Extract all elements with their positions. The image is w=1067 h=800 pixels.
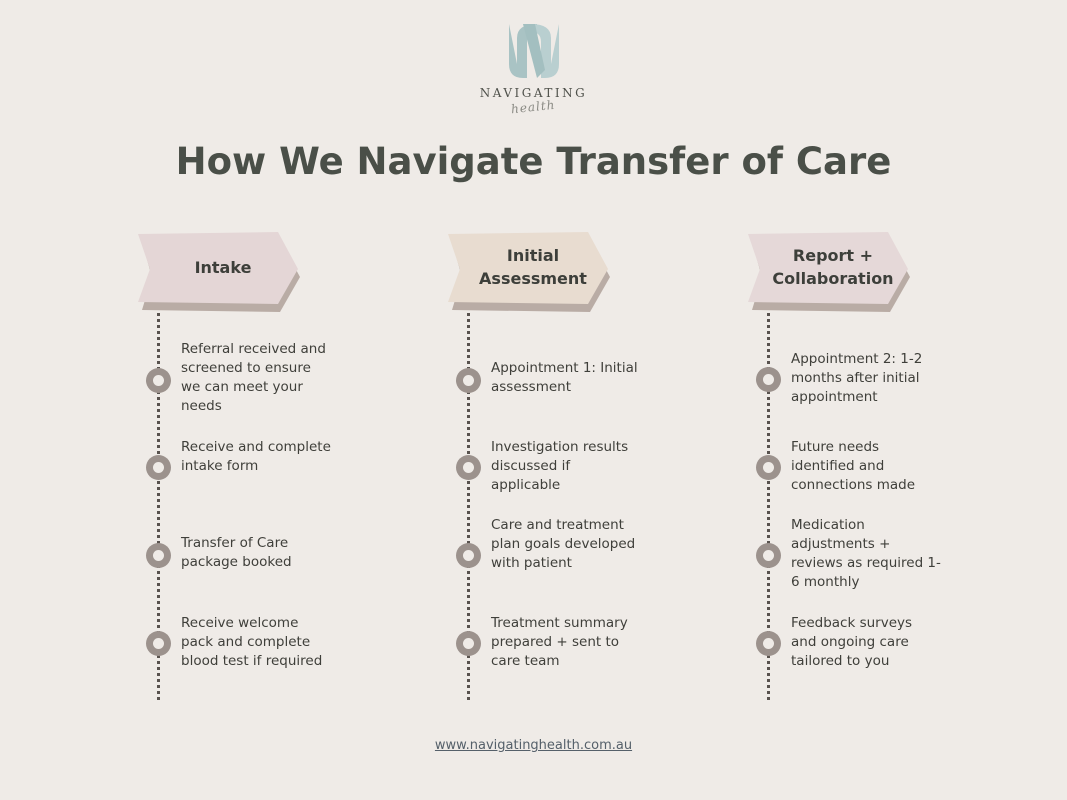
- banner-label: Report + Collaboration: [772, 246, 894, 288]
- banner-report-collaboration: Report + Collaboration: [748, 232, 910, 312]
- step-text: Investigation results discussed if appli…: [491, 439, 629, 493]
- page-title: How We Navigate Transfer of Care: [175, 140, 892, 183]
- timeline-line: [157, 270, 160, 700]
- step-text: Receive and complete intake form: [181, 439, 331, 474]
- column-report-collaboration: Report + Collaboration Appointment 2: 1-…: [748, 232, 1067, 700]
- banner-initial-assessment: Initial Assessment: [448, 232, 610, 312]
- step-text: Transfer of Care package booked: [181, 535, 292, 570]
- step-text: Care and treatment plan goals developed …: [491, 517, 636, 571]
- step-marker: [146, 368, 171, 393]
- website-link[interactable]: www.navigatinghealth.com.au: [434, 738, 633, 753]
- banner-intake: Intake: [138, 232, 300, 312]
- step-text: Medication adjustments + reviews as requ…: [791, 517, 941, 590]
- column-initial-assessment: Initial Assessment Appointment 1: Initia…: [448, 232, 768, 700]
- step-text: Referral received and screened to ensure…: [181, 341, 326, 414]
- brand-tagline: health: [510, 97, 557, 117]
- timeline-line: [767, 270, 770, 700]
- banner-label: Initial Assessment: [479, 246, 587, 288]
- step-marker: [146, 543, 171, 568]
- navigating-health-logo-icon: [508, 24, 559, 78]
- step-marker: [456, 368, 481, 393]
- step-marker: [756, 367, 781, 392]
- brand-name: NAVIGATING: [479, 86, 588, 100]
- step-text: Appointment 1: Initial assessment: [491, 360, 638, 395]
- brand-logo: NAVIGATING health: [0, 20, 1067, 117]
- banner-label: Intake: [194, 257, 252, 277]
- step-text: Receive welcome pack and complete blood …: [181, 615, 323, 669]
- step-marker: [146, 455, 171, 480]
- step-marker: [456, 543, 481, 568]
- step-marker: [756, 543, 781, 568]
- step-text: Treatment summary prepared + sent to car…: [491, 615, 628, 669]
- step-text: Appointment 2: 1-2 months after initial …: [791, 351, 923, 405]
- step-marker: [146, 631, 171, 656]
- column-intake: Intake Referral received and screened to…: [138, 232, 458, 700]
- step-marker: [456, 455, 481, 480]
- step-text: Feedback surveys and ongoing care tailor…: [791, 615, 913, 669]
- timeline-line: [467, 270, 470, 700]
- step-text: Future needs identified and connections …: [791, 439, 916, 493]
- step-marker: [756, 455, 781, 480]
- step-marker: [456, 631, 481, 656]
- step-marker: [756, 631, 781, 656]
